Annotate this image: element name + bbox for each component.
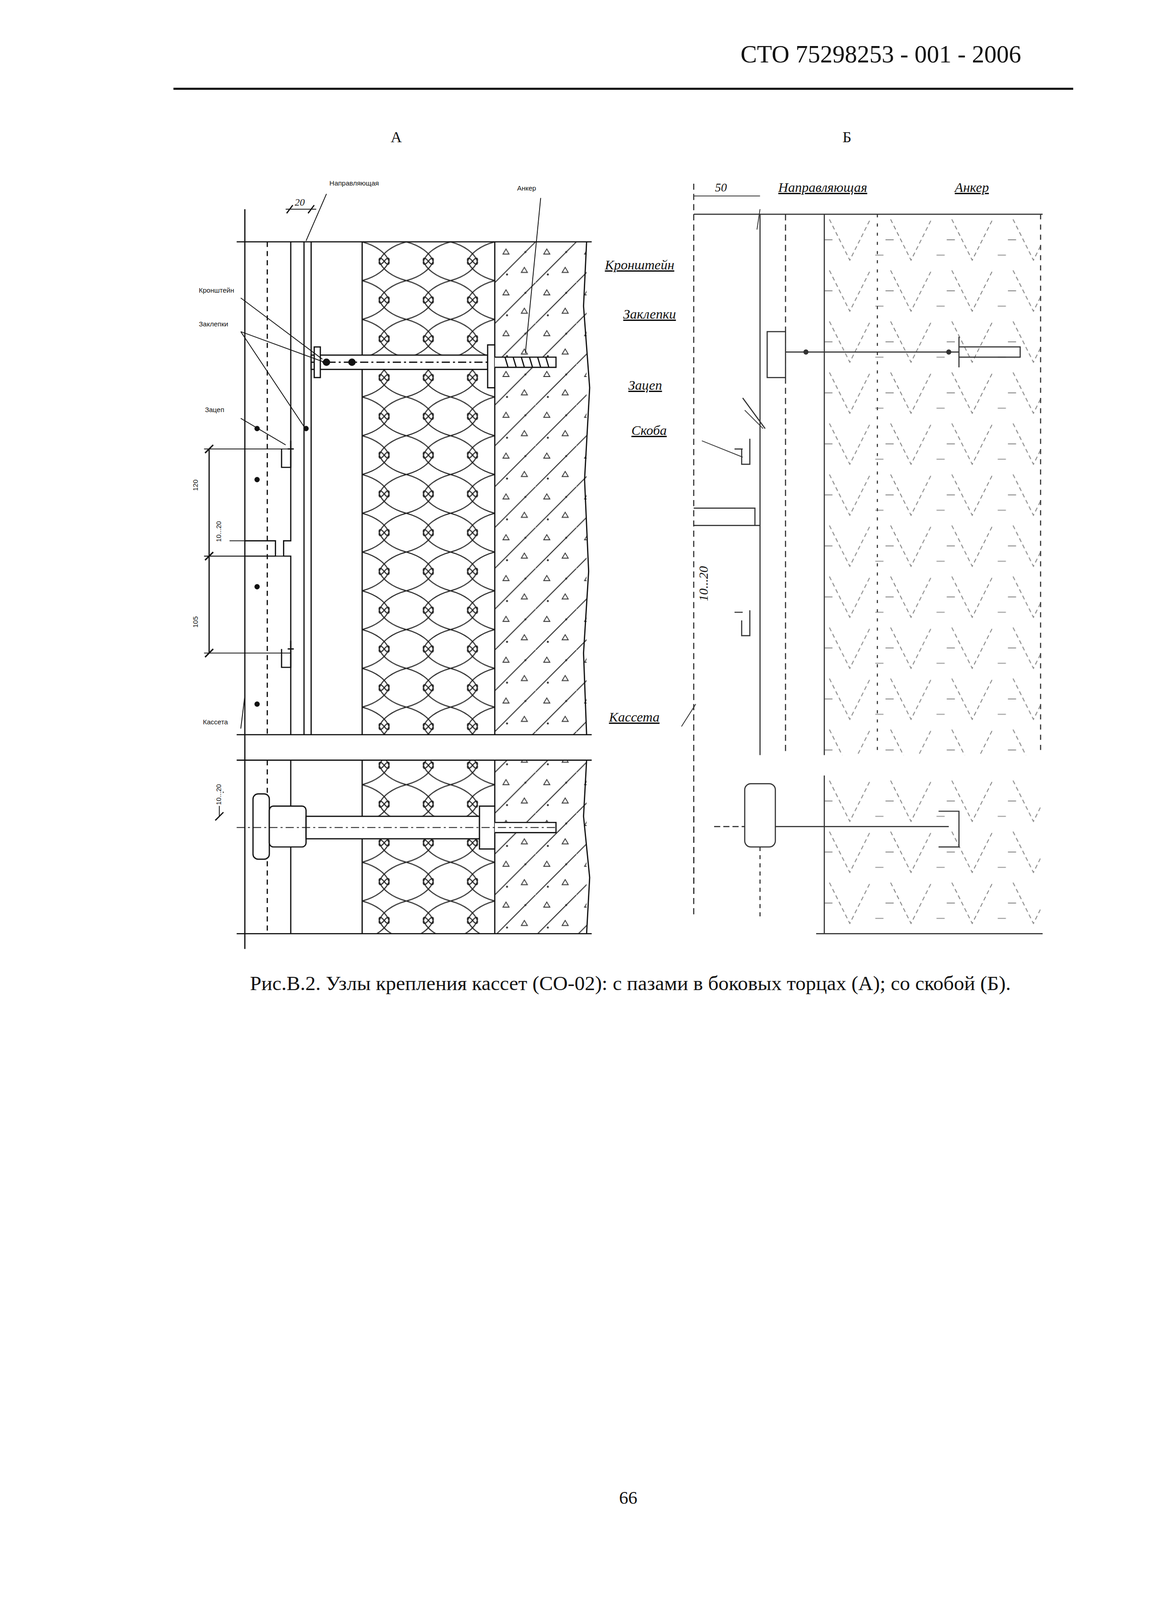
part-name: Зацеп	[204, 406, 226, 414]
page-number: 66	[618, 1487, 639, 1508]
panel-letter: А	[389, 128, 403, 146]
part-name: Заклепки	[622, 306, 678, 322]
part-name: Зацеп	[627, 377, 664, 393]
dimension: 120	[191, 478, 200, 492]
part-name: Кассета	[607, 709, 661, 725]
part-name: Анкер	[953, 179, 990, 195]
dimension: 10...20	[215, 783, 223, 807]
part-name: Направляющая	[777, 179, 869, 195]
dimension: 10...20	[696, 565, 711, 603]
panel-letter: Б	[841, 128, 853, 146]
dimension: 10...20	[215, 519, 223, 543]
part-name: Скоба	[630, 422, 668, 438]
part-name: Кронштейн	[603, 257, 675, 273]
dimension: 105	[191, 615, 200, 629]
part-name: Заклепки	[197, 320, 229, 329]
part-name: Кассета	[201, 718, 229, 726]
part-name: Анкер	[516, 184, 538, 193]
document-code: СТО 75298253 - 001 - 2006	[739, 41, 1023, 68]
dimension: 50	[714, 181, 728, 195]
figure-caption: Рис.В.2. Узлы крепления кассет (СО-02): …	[176, 969, 1075, 998]
part-name: Направляющая	[328, 179, 381, 188]
dimension: 20	[293, 196, 306, 208]
part-name: Кронштейн	[197, 286, 235, 295]
